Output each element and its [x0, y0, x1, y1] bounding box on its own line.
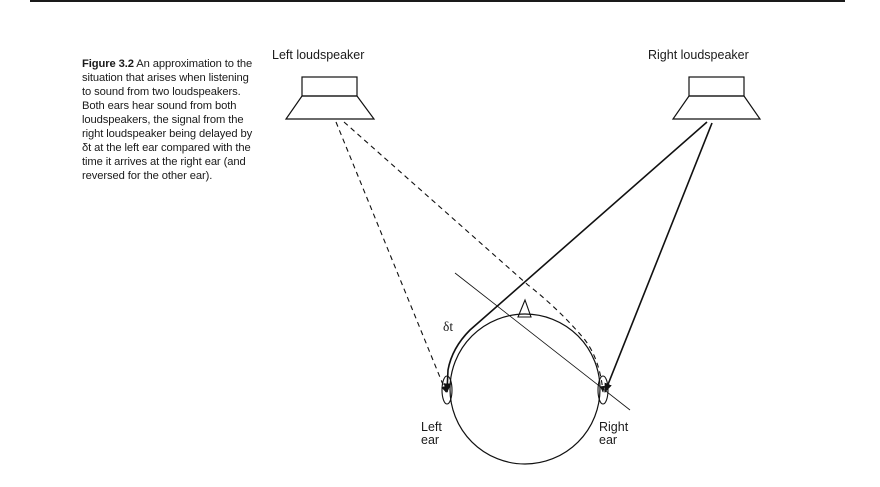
right-loudspeaker-icon [671, 76, 762, 120]
figure-caption-text: An approximation to the situation that a… [82, 58, 253, 182]
right-ear-label-line1: Right [599, 420, 629, 434]
left-ear-label-line1: Left [421, 420, 442, 434]
right-to-right-ear-path [604, 122, 713, 393]
left-to-right-ear-path [343, 121, 606, 393]
left-loudspeaker-label: Left loudspeaker [272, 48, 365, 62]
left-ear-label-line2: ear [421, 433, 440, 447]
figure-caption: Figure 3.2 An approximation to the situa… [82, 57, 257, 183]
right-ear-label-line2: ear [599, 433, 618, 447]
head-outline [449, 313, 601, 465]
right-to-left-ear-path [443, 121, 708, 393]
top-rule [30, 0, 845, 2]
right-loudspeaker-label: Right loudspeaker [648, 48, 749, 62]
left-loudspeaker-icon [284, 76, 376, 120]
nose-icon [517, 298, 532, 318]
head-axis-line [454, 272, 631, 411]
figure-label: Figure 3.2 [82, 58, 134, 70]
delay-label: δt [443, 319, 454, 334]
left-to-left-ear-path [335, 121, 447, 393]
